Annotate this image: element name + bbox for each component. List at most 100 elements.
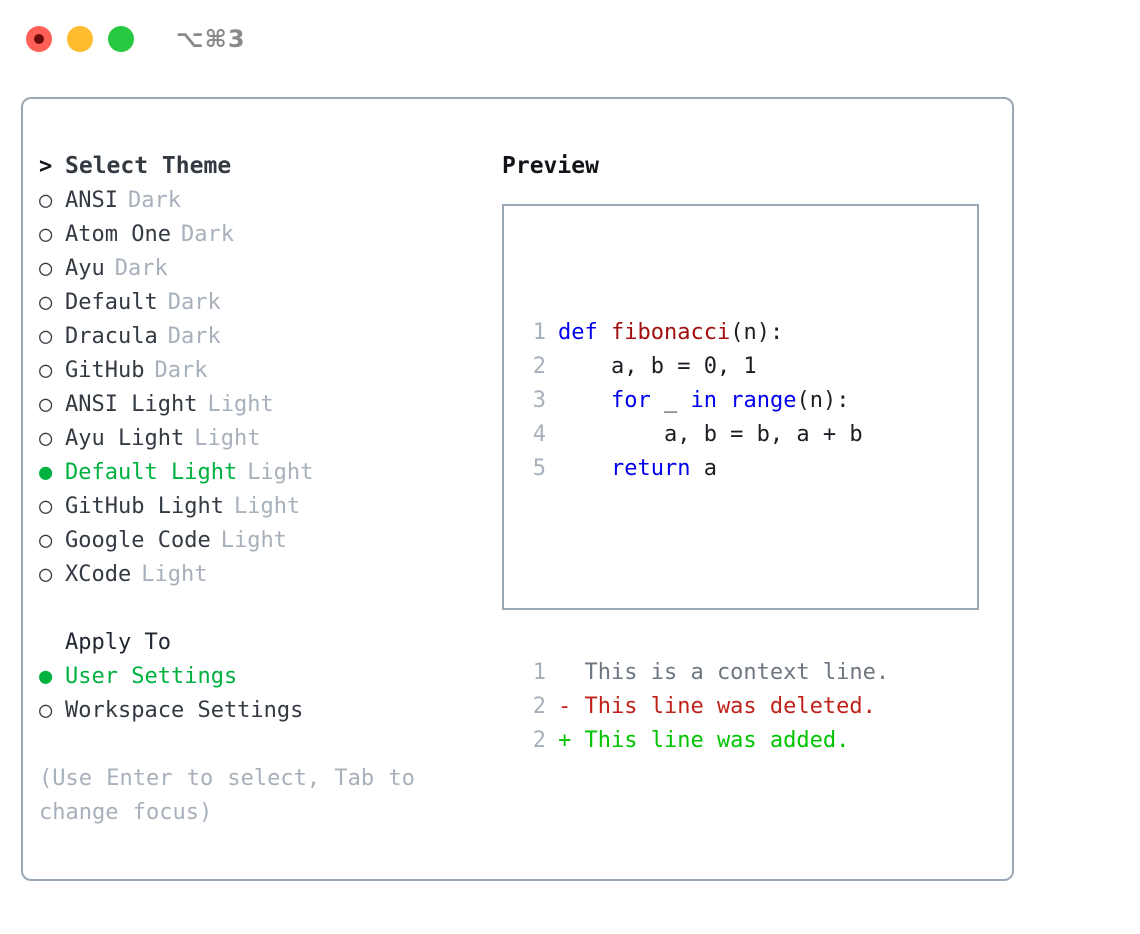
- theme-item-default-light[interactable]: ● Default Light Light: [39, 456, 489, 490]
- theme-item-ayu-light[interactable]: ○ Ayu Light Light: [39, 422, 489, 456]
- line-content: - This line was deleted.: [558, 690, 876, 724]
- theme-item-label: Ayu: [65, 256, 105, 281]
- close-button[interactable]: [26, 26, 52, 52]
- theme-item-ayu[interactable]: ○ Ayu Dark: [39, 252, 489, 286]
- token-txt: (n):: [796, 388, 850, 413]
- token-txt: _: [650, 388, 691, 413]
- token-txt: [558, 456, 611, 481]
- line-number: 2: [532, 354, 546, 379]
- window-controls: [26, 26, 134, 52]
- line-content: a, b = b, a + b: [558, 418, 863, 452]
- code-diff-spacer: [520, 554, 889, 588]
- apply-to-title: Apply To: [65, 630, 171, 655]
- keyboard-shortcut-label: ⌥⌘3: [176, 25, 246, 53]
- theme-item-label: ANSI Light: [65, 392, 198, 417]
- line-number: 1: [532, 660, 546, 685]
- line-content: for _ in range(n):: [558, 384, 849, 418]
- line-number: 2: [532, 694, 546, 719]
- apply-to-option-workspace-settings[interactable]: ○ Workspace Settings: [39, 694, 489, 728]
- code-line: 2 a, b = 0, 1: [520, 350, 889, 384]
- theme-item-variant: Light: [194, 426, 261, 451]
- theme-item-label: Default Light: [65, 460, 238, 485]
- radio-unselected-icon: ○: [39, 324, 53, 349]
- theme-item-variant: Light: [220, 528, 287, 553]
- theme-item-label: XCode: [65, 562, 132, 587]
- prompt-caret-icon: >: [39, 154, 53, 179]
- theme-item-variant: Dark: [180, 222, 234, 247]
- apply-to-option-label: Workspace Settings: [65, 698, 304, 723]
- theme-item-label: Google Code: [65, 528, 211, 553]
- radio-selected-icon: ●: [39, 664, 53, 689]
- theme-item-dracula[interactable]: ○ Dracula Dark: [39, 320, 489, 354]
- theme-item-variant: Dark: [167, 324, 221, 349]
- diff-sample: 1 This is a context line. 2 - This line wa…: [520, 656, 889, 758]
- token-del: - This line was deleted.: [558, 694, 876, 719]
- apply-to-list: ● User Settings ○ Workspace Settings: [39, 660, 489, 728]
- theme-item-xcode[interactable]: ○ XCode Light: [39, 558, 489, 592]
- radio-unselected-icon: ○: [39, 392, 53, 417]
- radio-unselected-icon: ○: [39, 426, 53, 451]
- title-bar: ⌥⌘3: [0, 0, 1140, 78]
- line-content: return a: [558, 452, 717, 486]
- line-number: 2: [532, 728, 546, 753]
- theme-item-label: GitHub: [65, 358, 145, 383]
- code-line: 4 a, b = b, a + b: [520, 418, 889, 452]
- zoom-button[interactable]: [108, 26, 134, 52]
- theme-item-google-code[interactable]: ○ Google Code Light: [39, 524, 489, 558]
- token-txt: a, b = 0, 1: [558, 354, 757, 379]
- theme-item-variant: Dark: [154, 358, 208, 383]
- theme-item-variant: Light: [141, 562, 208, 587]
- radio-selected-icon: ●: [39, 460, 53, 485]
- token-txt: [717, 388, 730, 413]
- radio-unselected-icon: ○: [39, 290, 53, 315]
- theme-item-variant: Light: [247, 460, 314, 485]
- theme-item-atom-one[interactable]: ○ Atom One Dark: [39, 218, 489, 252]
- apply-to-option-user-settings[interactable]: ● User Settings: [39, 660, 489, 694]
- theme-item-variant: Dark: [114, 256, 168, 281]
- theme-item-label: Dracula: [65, 324, 158, 349]
- radio-unselected-icon: ○: [39, 188, 53, 213]
- token-kw: for: [610, 388, 651, 413]
- diff-line: 1 This is a context line.: [520, 656, 889, 690]
- radio-unselected-icon: ○: [39, 222, 53, 247]
- theme-item-variant: Light: [233, 494, 301, 519]
- radio-unselected-icon: ○: [39, 698, 53, 723]
- theme-item-label: Atom One: [65, 222, 171, 247]
- line-content: + This line was added.: [558, 724, 849, 758]
- token-fn: fibonacci: [610, 320, 731, 345]
- theme-item-label: ANSI: [65, 188, 118, 213]
- select-theme-header: > Select Theme: [39, 149, 489, 184]
- line-content: This is a context line.: [558, 656, 889, 690]
- line-number: 3: [532, 388, 546, 413]
- preview-title: Preview: [502, 153, 599, 179]
- radio-unselected-icon: ○: [39, 562, 53, 587]
- token-txt: a: [690, 456, 717, 481]
- radio-unselected-icon: ○: [39, 256, 53, 281]
- diff-line: 2 - This line was deleted.: [520, 690, 889, 724]
- token-txt: a, b = b, a + b: [558, 422, 863, 447]
- theme-item-github[interactable]: ○ GitHub Dark: [39, 354, 489, 388]
- minimize-button[interactable]: [67, 26, 93, 52]
- token-txt: [558, 388, 611, 413]
- theme-item-label: Ayu Light: [65, 426, 185, 451]
- line-number: 5: [532, 456, 546, 481]
- line-number: 1: [532, 320, 546, 345]
- token-add: + This line was added.: [558, 728, 850, 753]
- radio-unselected-icon: ○: [39, 528, 53, 553]
- line-number: 4: [532, 422, 546, 447]
- theme-item-label: GitHub Light: [65, 494, 224, 519]
- token-ctx: This is a context line.: [558, 660, 890, 685]
- apply-to-option-label: User Settings: [65, 664, 238, 689]
- radio-unselected-icon: ○: [39, 358, 53, 383]
